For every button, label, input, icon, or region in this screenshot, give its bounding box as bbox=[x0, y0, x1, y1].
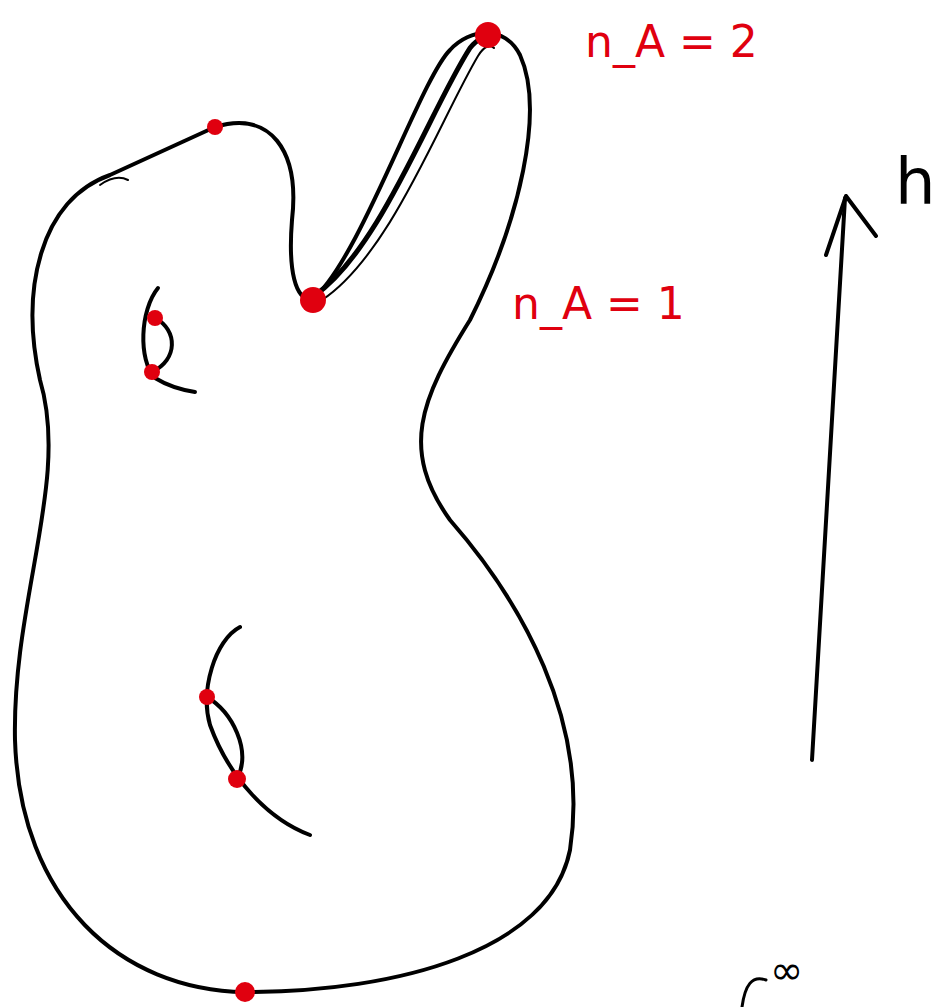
cusp-mark bbox=[100, 178, 128, 185]
critical-point bbox=[144, 364, 160, 380]
index-label: n_A = 1 bbox=[512, 282, 685, 326]
critical-point bbox=[199, 689, 215, 705]
infinity-mark: ∞ bbox=[770, 950, 803, 990]
critical-point bbox=[207, 119, 223, 135]
finger-inner-line bbox=[314, 37, 490, 296]
integral-mark bbox=[742, 979, 766, 1007]
critical-point bbox=[228, 770, 246, 788]
height-arrowhead bbox=[826, 196, 876, 255]
handle-hole bbox=[152, 318, 172, 372]
critical-point bbox=[300, 287, 326, 313]
handle-hole bbox=[207, 627, 310, 835]
height-arrow bbox=[812, 198, 845, 760]
axis-label: h bbox=[895, 150, 936, 214]
finger-inner-line bbox=[322, 46, 494, 300]
critical-point bbox=[235, 982, 255, 1002]
handle-hole bbox=[207, 697, 242, 779]
critical-point bbox=[147, 310, 163, 326]
critical-point bbox=[475, 22, 501, 48]
surface-outline bbox=[15, 33, 574, 992]
index-label: n_A = 2 bbox=[585, 20, 758, 64]
handle-hole bbox=[143, 288, 195, 392]
